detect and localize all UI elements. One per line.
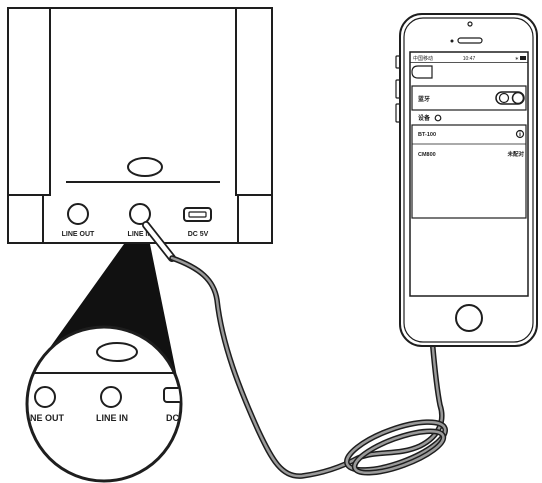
phone-bezel [403, 17, 534, 343]
status-time: 10:47 [463, 56, 476, 62]
dc-port-inner [188, 211, 207, 218]
smartphone: 中国移动 10:47 ∗ 蓝牙 设备 BT-100 [395, 13, 538, 347]
device-indicator-ellipse [127, 157, 163, 177]
line-in-label: LINE IN [128, 231, 153, 238]
toggle-track-mark [498, 92, 510, 104]
audio-cable [142, 221, 448, 479]
status-bar: 中国移动 10:47 ∗ [410, 55, 528, 63]
loading-spinner-icon [434, 114, 442, 122]
magnified-content: NE OUT LINE IN DC [28, 342, 180, 423]
bluetooth-label: 蓝牙 [418, 95, 430, 103]
line-out-port-icon [67, 203, 89, 225]
device-name-1: BT-100 [418, 132, 436, 138]
devices-header: 设备 [418, 114, 431, 122]
device-name-2: CM800 [418, 152, 436, 158]
cable-line [170, 256, 444, 478]
magnified-line-in-label: LINE IN [96, 413, 128, 423]
device-status-2: 未配对 [506, 150, 524, 158]
device-right-foot [237, 194, 273, 244]
status-carrier: 中国移动 [413, 55, 433, 62]
cable-coil-2 [353, 429, 445, 475]
toggle-knob [511, 91, 525, 105]
bluetooth-row-box [411, 85, 527, 111]
device-list: BT-100 CM800 未配对 [411, 124, 527, 219]
phone-speaker [457, 37, 483, 44]
back-icon [411, 65, 433, 79]
phone-home-button-icon [455, 304, 483, 332]
dc-port-icon [183, 207, 212, 222]
device-left-foot [7, 194, 44, 244]
magnified-dc-port-icon [163, 387, 180, 403]
audio-device: LINE OUT LINE IN DC 5V [7, 7, 273, 244]
magnified-line-in-port-icon [100, 386, 122, 408]
battery-icon [520, 56, 526, 60]
phone-sensor-dot [450, 39, 454, 43]
magnified-dc-label: DC [166, 413, 179, 423]
bluetooth-row: 蓝牙 [411, 85, 527, 111]
phone-screen-frame [409, 51, 529, 297]
status-right: ∗ [515, 56, 519, 62]
phone-screen: 中国移动 10:47 ∗ 蓝牙 设备 BT-100 [409, 51, 529, 297]
magnified-line-out-port-icon [34, 386, 56, 408]
magnified-line-out-label: NE OUT [30, 413, 65, 423]
magnified-indicator-ellipse [96, 342, 138, 362]
phone-camera-icon [467, 21, 473, 27]
line-in-port-icon [129, 203, 151, 225]
info-icon [515, 129, 525, 139]
line-out-label: LINE OUT [62, 231, 95, 238]
magnified-view: NE OUT LINE IN DC [25, 325, 183, 483]
cable-plug [143, 222, 175, 261]
device-list-box [411, 124, 527, 219]
dc-5v-label: DC 5V [188, 231, 209, 238]
cable-coil-1 [345, 420, 447, 472]
